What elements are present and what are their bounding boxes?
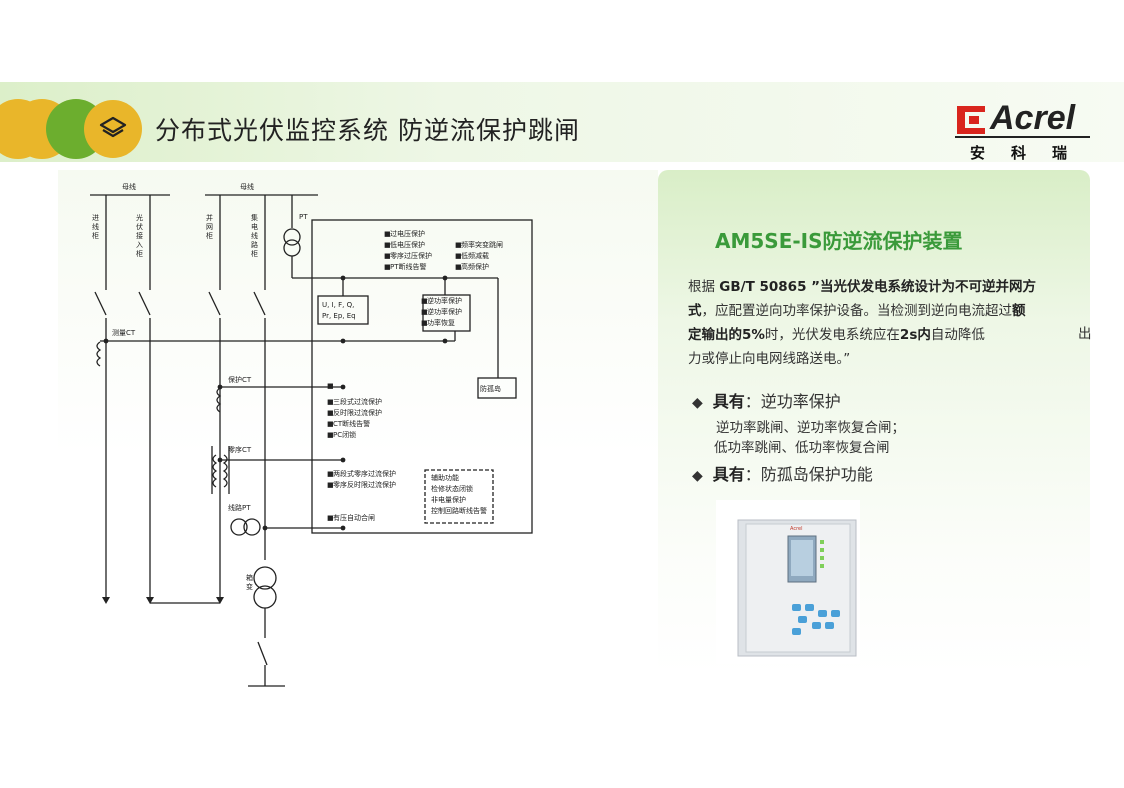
cabinet-label: 并网柜 — [206, 213, 213, 240]
measure-line-2: Pr, Ep, Eq — [322, 312, 356, 320]
svg-text:■: ■ — [327, 398, 334, 406]
prot-topr-3: 高频保护 — [461, 262, 489, 271]
logo-subtitle: 安科瑞 — [970, 144, 1094, 162]
page-title: 分布式光伏监控系统 防逆流保护跳闸 — [155, 116, 580, 145]
product-description: 根据 GB/T 50865 ”当光伏发电系统设计为不可逆并网方式，应配置逆向功率… — [688, 279, 1037, 367]
svg-text:■: ■ — [455, 263, 462, 271]
bus-label-right: 母线 — [240, 182, 254, 191]
svg-text:■: ■ — [384, 263, 391, 271]
svg-text:■: ■ — [421, 319, 428, 327]
aux-1: 辅助功能 — [431, 473, 459, 482]
bus-label-left: 母线 — [122, 182, 136, 191]
prot-zero-2: 零序反时限过流保护 — [333, 480, 396, 489]
product-title: AM5SE-IS防逆流保护装置 — [715, 229, 963, 253]
svg-text:■: ■ — [384, 230, 391, 238]
prot-top-2: 低电压保护 — [390, 240, 425, 249]
prot-top-3: 零序过压保护 — [390, 251, 432, 260]
layers-icon — [99, 116, 127, 138]
diamond-bullet-icon: ◆ — [692, 395, 703, 411]
prot-topr-2: 低频减载 — [461, 251, 489, 260]
svg-text:■: ■ — [327, 481, 334, 489]
pt-label: PT — [299, 213, 308, 221]
acrel-logo-icon — [955, 106, 1090, 138]
svg-text:■: ■ — [327, 382, 334, 390]
logo-text: Acrel — [990, 99, 1076, 137]
decor-circle-4 — [84, 100, 142, 158]
device-brand: Acrel — [790, 526, 803, 532]
svg-text:■: ■ — [455, 241, 462, 249]
prot-mid-2: 反时限过流保护 — [333, 408, 382, 417]
svg-text:■: ■ — [421, 308, 428, 316]
aux-2: 检修状态闭锁 — [431, 484, 473, 493]
header-band — [0, 82, 1124, 162]
svg-text:■: ■ — [384, 241, 391, 249]
svg-text:■: ■ — [327, 514, 334, 522]
prot-topr-1: 频率突变跳闸 — [461, 240, 503, 249]
single-line-diagram: 母线 母线 PT 测量CT 保护CT 零序CT 线路PT 防孤岛 U, I, F… — [90, 182, 533, 687]
feature-1-sub-2: 低功率跳闸、低功率恢复合闸 — [714, 440, 890, 456]
island-label: 防孤岛 — [480, 384, 501, 393]
reverse-line-3: 功率恢复 — [427, 318, 455, 327]
aux-4: 控制回路断线告警 — [431, 506, 487, 515]
line-pt-label: 线路PT — [228, 503, 251, 512]
svg-text:■: ■ — [384, 252, 391, 260]
svg-text:■: ■ — [455, 252, 462, 260]
prot-top-4: PT断线告警 — [390, 262, 427, 271]
feature-2: ◆具有：防孤岛保护功能 — [692, 465, 873, 484]
stray-char: 出 — [1078, 326, 1092, 342]
diamond-bullet-icon: ◆ — [692, 468, 703, 484]
prot-mid-1: 三段式过流保护 — [333, 397, 382, 406]
measure-line-1: U, I, F, Q, — [322, 301, 354, 309]
prot-zero-1: 两段式零序过流保护 — [333, 469, 396, 478]
prot-mid-3: CT断线告警 — [333, 419, 370, 428]
svg-text:■: ■ — [327, 409, 334, 417]
zero-ct-label: 零序CT — [228, 445, 252, 454]
device-image: Acrel — [716, 500, 860, 664]
svg-text:■: ■ — [421, 297, 428, 305]
svg-text:■: ■ — [327, 431, 334, 439]
measure-ct-label: 测量CT — [112, 329, 136, 337]
reclose-label: 有压自动合闸 — [333, 513, 375, 522]
prot-top-1: 过电压保护 — [390, 229, 425, 238]
svg-text:■: ■ — [327, 420, 334, 428]
cabinet-label: 集电线路柜 — [251, 213, 258, 258]
reverse-line-2: 逆功率保护 — [427, 307, 462, 316]
cabinet-label: 进线柜 — [92, 214, 99, 240]
svg-text:■: ■ — [327, 470, 334, 478]
feature-1-sub-1: 逆功率跳闸、逆功率恢复合闸； — [716, 420, 905, 436]
cabinet-label: 光伏接入柜 — [136, 213, 143, 258]
reverse-line-1: 逆功率保护 — [427, 296, 462, 305]
protect-ct-label: 保护CT — [228, 375, 252, 384]
transformer-label: 箱变 — [246, 573, 253, 591]
aux-3: 非电量保护 — [431, 495, 466, 504]
feature-1: ◆具有：逆功率保护 — [692, 392, 841, 411]
prot-mid-4: PC闭锁 — [333, 430, 356, 439]
